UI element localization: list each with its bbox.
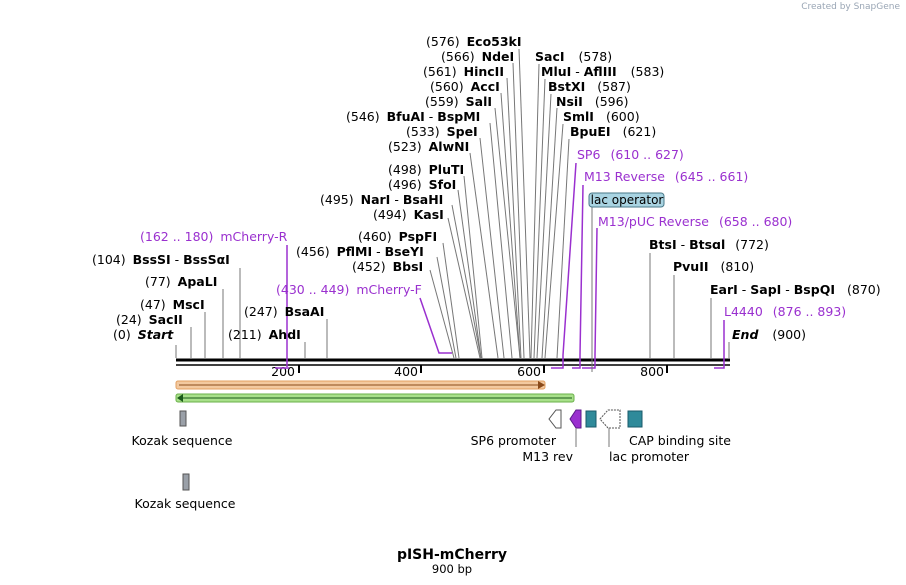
site-sacii: (24)SacII <box>116 312 183 327</box>
site-acci: (560)AccI <box>430 79 500 94</box>
leader-bfuai <box>489 122 513 359</box>
leader-pspfi <box>442 242 460 359</box>
feature-label-m13-rev: M13 rev <box>522 449 573 464</box>
site-pspfi: (460)PspFI <box>358 229 437 244</box>
site-pflmi: (456)PflMI - BseYI <box>296 244 424 259</box>
feature-label-cap-binding-site: CAP binding site <box>629 433 731 448</box>
site-labels-right: SacI(578) MluI - AflIII(583) BstXI(587) … <box>535 49 881 342</box>
leader-pflmi <box>436 256 457 359</box>
kozak-box-2 <box>182 473 190 491</box>
site-pvuii: PvuII(810) <box>673 259 754 274</box>
lac-operator-label: lac operator <box>591 193 664 207</box>
site-sfoi: (496)SfoI <box>388 177 456 192</box>
primer-line-m13-rev <box>572 184 584 369</box>
leader-nari <box>451 204 482 359</box>
site-ahdi: (211)AhdI <box>228 327 301 342</box>
kozak-box-1 <box>179 410 187 427</box>
site-pluti: (498)PluTI <box>388 162 464 177</box>
feature-label-lac-promoter: lac promoter <box>609 449 690 464</box>
snapgene-watermark: Created by SnapGene <box>801 2 900 12</box>
primer-label-mcherry-f: (430 .. 449)mCherry-F <box>276 282 422 297</box>
m13-rev-arrow <box>569 409 582 429</box>
lac-operator: lac operator <box>588 192 665 372</box>
leader-bpuei <box>556 138 570 359</box>
map-length: 900 bp <box>432 562 472 576</box>
leader-saci <box>530 63 540 359</box>
leader-smli <box>544 123 564 359</box>
leader-alwni <box>469 152 499 359</box>
site-kasi: (494)KasI <box>373 207 444 222</box>
primer-label-l4440: L4440(876 .. 893) <box>724 304 846 319</box>
site-leader-lines <box>175 48 730 359</box>
site-saci: SacI(578) <box>535 49 612 64</box>
site-labels: (0)Start (24)SacII (47)MscI (77)ApaLI (1… <box>92 34 522 342</box>
site-eco53ki: (576)Eco53kI <box>426 34 522 49</box>
map-title: pISH-mCherry <box>397 547 507 563</box>
ruler-label-600: 600 <box>517 364 541 379</box>
primer-marks <box>275 162 725 369</box>
leader-kasi <box>447 217 481 359</box>
site-btsi: BtsI - Btsɑl(772) <box>649 237 769 252</box>
site-bsssi: (104)BssSI - BssSαI <box>92 252 230 267</box>
leader-hincii <box>506 77 522 359</box>
primer-label-sp6: SP6(610 .. 627) <box>577 147 684 162</box>
leader-acci <box>500 92 521 359</box>
primer-label-m13-reverse: M13 Reverse(645 .. 661) <box>584 169 748 184</box>
cap-binding-box <box>627 410 643 428</box>
ruler: 200 400 600 800 <box>271 364 668 379</box>
site-bsaai: (247)BsaAI <box>244 304 324 319</box>
features <box>179 409 643 491</box>
feature-label-kozak-2: Kozak sequence <box>135 496 236 511</box>
feature-label-kozak-1: Kozak sequence <box>132 433 233 448</box>
site-hincii: (561)HincII <box>423 64 504 79</box>
site-eari: EarI - SapI - BspQI(870) <box>710 282 881 297</box>
primer-line-l4440 <box>714 320 725 369</box>
site-apali: (77)ApaLI <box>145 274 217 289</box>
site-bpuei: BpuEI(621) <box>570 124 656 139</box>
leader-sfoi <box>457 189 482 359</box>
site-spei: (533)SpeI <box>406 124 478 139</box>
site-bstxi: BstXI(587) <box>548 79 631 94</box>
site-nari: (495)NarI - BsaHI <box>320 192 443 207</box>
ruler-label-400: 400 <box>394 364 418 379</box>
primer-label-m13puc-reverse: M13/pUC Reverse(658 .. 680) <box>598 214 792 229</box>
leader-mlui <box>533 78 546 359</box>
site-nsii: NsiI(596) <box>556 94 628 109</box>
site-bbsi: (452)BbsI <box>352 259 423 274</box>
site-mlui: MluI - AflIII(583) <box>541 64 664 79</box>
primer-line-sp6 <box>551 162 577 369</box>
site-alwni: (523)AlwNI <box>388 139 469 154</box>
leader-eco53ki <box>518 48 531 359</box>
leader-ndei <box>512 62 525 359</box>
site-ndei: (566)NdeI <box>441 49 514 64</box>
primer-line-mcherry-f <box>419 297 452 354</box>
site-bfuai: (546)BfuAI - BspMI <box>346 109 480 124</box>
orf-reverse-green <box>175 393 575 403</box>
site-msci: (47)MscI <box>140 297 205 312</box>
lac-operator-box <box>585 410 597 428</box>
leader-bbsi <box>429 269 455 359</box>
leader-sali <box>494 107 521 359</box>
leader-nsii <box>541 107 558 359</box>
ruler-label-800: 800 <box>640 364 664 379</box>
site-end: End(900) <box>732 327 806 342</box>
site-sali: (559)SalI <box>425 94 492 109</box>
sp6-promoter-arrow <box>548 409 562 429</box>
leader-pluti <box>463 175 483 359</box>
feature-label-sp6-promoter: SP6 promoter <box>471 433 557 448</box>
primer-line-m13puc-rev <box>582 227 598 369</box>
leader-spei <box>479 137 505 359</box>
site-smli: SmlI(600) <box>563 109 640 124</box>
primer-labels: (162 .. 180)mCherry-R (430 .. 449)mCherr… <box>140 147 846 319</box>
leader-bstxi <box>536 93 552 359</box>
site-start: (0)Start <box>113 327 174 342</box>
ruler-label-200: 200 <box>271 364 295 379</box>
orf-mcherry-forward <box>175 380 546 390</box>
backbone <box>176 358 730 366</box>
lac-promoter-arrow <box>599 409 621 429</box>
primer-label-mcherry-r: (162 .. 180)mCherry-R <box>140 229 288 244</box>
